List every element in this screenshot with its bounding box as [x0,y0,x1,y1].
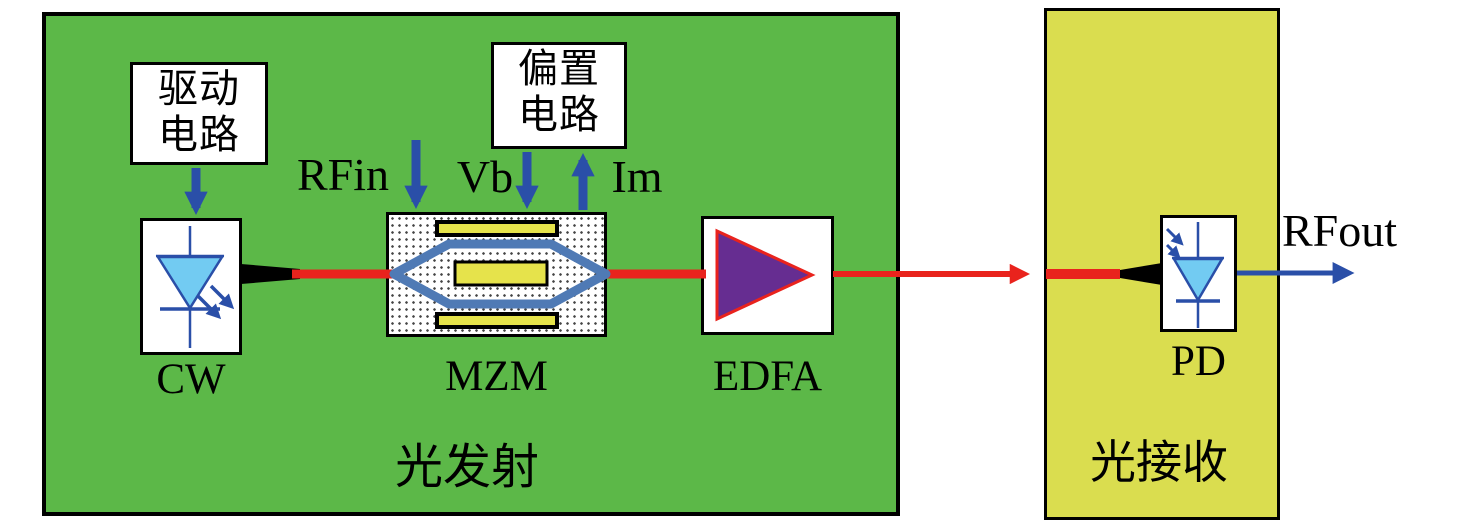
drive-circuit-label: 驱动 电路 [132,66,266,159]
vb-label: Vb [456,151,514,202]
drive-circuit-label-line1: 驱动 [158,66,240,111]
drive-circuit-label-line2: 电路 [158,112,240,158]
transmitter-title: 光发射 [394,441,539,494]
cw-label: CW [156,356,226,403]
rfin-label: RFin [296,149,390,200]
edfa-amplifier-box [701,216,834,335]
mzm-label: MZM [445,353,548,400]
cw-laser-box [140,218,242,355]
edfa-label: EDFA [712,353,823,400]
bias-circuit-label: 偏置 电路 [493,46,625,139]
pd-label: PD [1171,338,1226,385]
bias-circuit-label-line2: 电路 [518,92,600,138]
bias-circuit-label-line1: 偏置 [518,46,600,91]
drive-circuit-box [130,62,268,165]
receiver-title: 光接收 [1090,437,1228,488]
im-label: Im [611,151,663,202]
rfout-label: RFout [1282,205,1398,256]
bias-circuit-box [491,42,627,149]
photodiode-box [1160,215,1237,332]
mzm-modulator-box [386,212,607,337]
